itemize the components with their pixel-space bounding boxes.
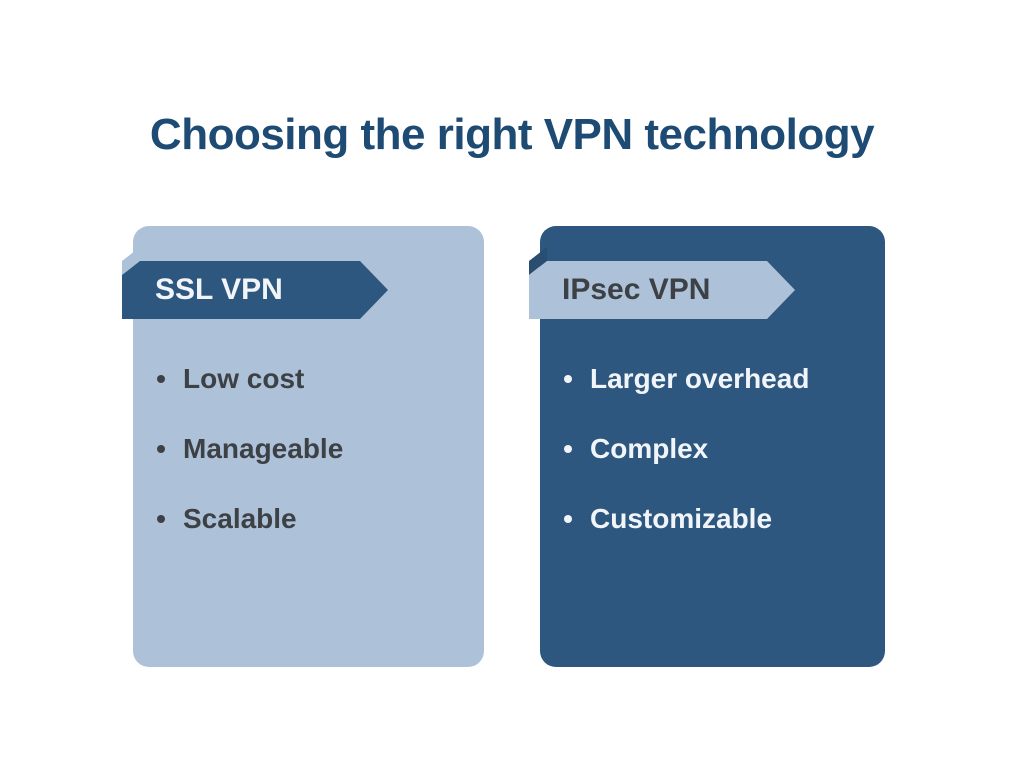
bullet-icon [564, 445, 572, 453]
list-item: Scalable [133, 484, 484, 554]
bullet-label: Low cost [183, 363, 305, 394]
page-title: Choosing the right VPN technology [149, 110, 875, 159]
bullet-label: Larger overhead [590, 363, 810, 394]
ipsec-vpn-bullet-list: Larger overhead Complex Customizable [540, 226, 885, 554]
ssl-vpn-header: SSL VPN [122, 261, 388, 319]
ipsec-vpn-header: IPsec VPN [529, 261, 795, 319]
list-item: Low cost [133, 344, 484, 414]
bullet-icon [157, 375, 165, 383]
list-item: Manageable [133, 414, 484, 484]
bullet-icon [157, 445, 165, 453]
bullet-icon [157, 515, 165, 523]
ipsec-vpn-ribbon: IPsec VPN [529, 247, 795, 319]
bullet-icon [564, 515, 572, 523]
ssl-vpn-card: SSL VPN Low cost Manageable Scalable [122, 226, 484, 667]
ipsec-vpn-card: IPsec VPN Larger overhead Complex Custom… [529, 226, 885, 667]
bullet-label: Scalable [183, 503, 297, 534]
bullet-label: Manageable [183, 433, 344, 464]
bullet-icon [564, 375, 572, 383]
bullet-label: Complex [590, 433, 709, 464]
list-item: Customizable [540, 484, 885, 554]
ssl-vpn-ribbon: SSL VPN [122, 247, 388, 319]
list-item: Larger overhead [540, 344, 885, 414]
list-item: Complex [540, 414, 885, 484]
ssl-vpn-bullet-list: Low cost Manageable Scalable [133, 226, 484, 554]
bullet-label: Customizable [590, 503, 773, 534]
